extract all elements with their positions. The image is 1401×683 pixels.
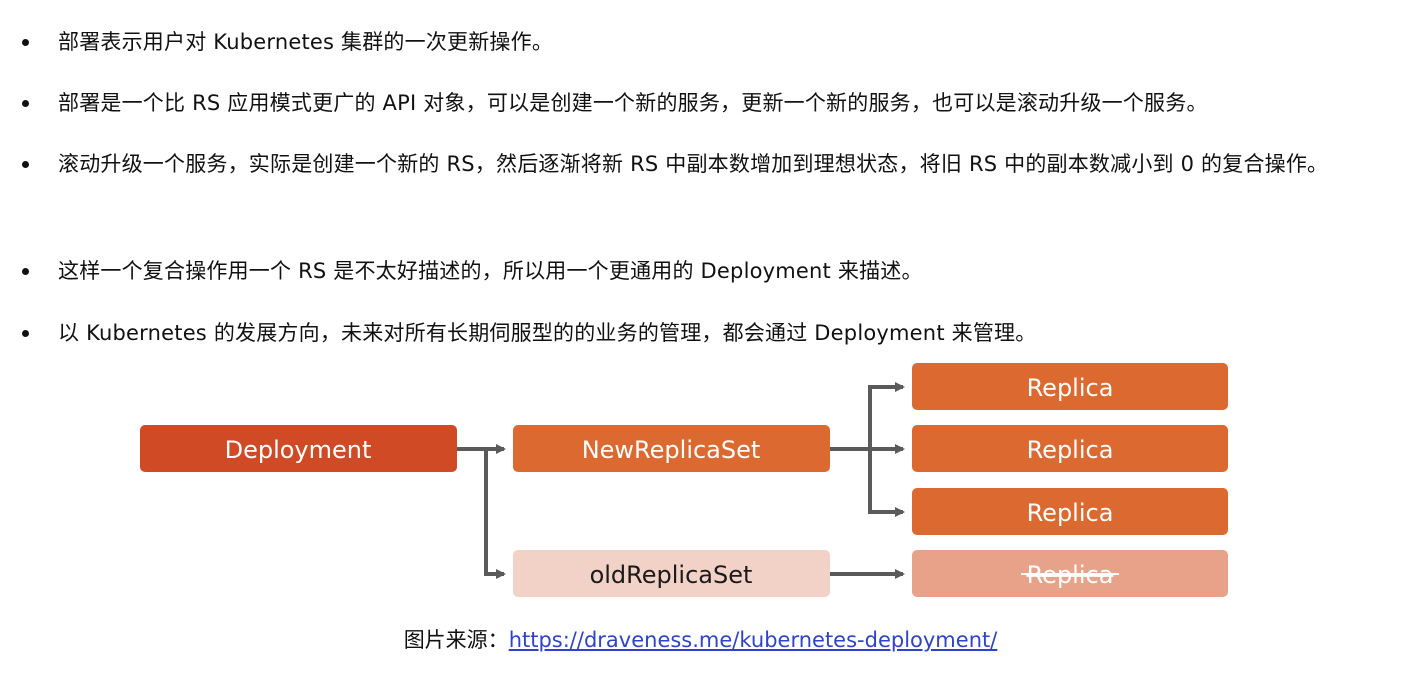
old-replicaset-node: oldReplicaSet xyxy=(513,550,830,597)
new-replicaset-label: NewReplicaSet xyxy=(582,436,761,464)
replica-label: Replica xyxy=(1027,499,1114,527)
image-source-caption: 图片来源：https://draveness.me/kubernetes-dep… xyxy=(0,624,1401,656)
connectors xyxy=(457,382,905,579)
arrow-new-rs-to-replica-3 xyxy=(868,449,905,517)
bullet-text: 以 Kubernetes 的发展方向，未来对所有长期伺服型的的业务的管理，都会通… xyxy=(58,321,1037,345)
replica-node: Replica xyxy=(912,363,1228,410)
deployment-node: Deployment xyxy=(140,425,457,472)
old-replica-node: Replica xyxy=(912,550,1228,597)
deployment-label: Deployment xyxy=(225,436,372,464)
bullet-text: 部署表示用户对 Kubernetes 集群的一次更新操作。 xyxy=(58,30,554,54)
bullet-dot xyxy=(22,330,29,337)
bullet-dot xyxy=(22,268,29,275)
bullet-dot xyxy=(22,100,29,107)
replica-node: Replica xyxy=(912,488,1228,535)
arrow-new-rs-to-replica-1 xyxy=(868,382,905,449)
bullet-dot xyxy=(22,39,29,46)
bullet-text: 这样一个复合操作用一个 RS 是不太好描述的，所以用一个更通用的 Deploym… xyxy=(58,259,923,283)
replica-label: Replica xyxy=(1027,436,1114,464)
replica-node: Replica xyxy=(912,425,1228,472)
old-replicaset-label: oldReplicaSet xyxy=(590,561,753,589)
arrow-deployment-to-old-rs xyxy=(484,449,506,579)
bullet-text: 部署是一个比 RS 应用模式更广的 API 对象，可以是创建一个新的服务，更新一… xyxy=(58,91,1208,115)
bullet-dot xyxy=(22,161,29,168)
new-replicaset-node: NewReplicaSet xyxy=(513,425,830,472)
bullet-text: 滚动升级一个服务，实际是创建一个新的 RS，然后逐渐将新 RS 中副本数增加到理… xyxy=(58,152,1329,176)
source-link[interactable]: https://draveness.me/kubernetes-deployme… xyxy=(508,628,998,652)
caption-prefix: 图片来源： xyxy=(403,628,509,652)
replica-label: Replica xyxy=(1027,374,1114,402)
